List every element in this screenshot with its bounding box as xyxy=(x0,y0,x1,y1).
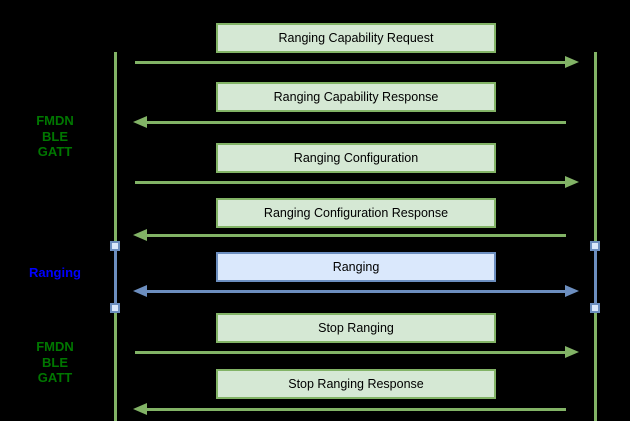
label-line: GATT xyxy=(37,370,73,385)
arrow-line xyxy=(145,408,566,411)
lifeline-left-ranging-segment xyxy=(114,246,117,308)
message-label: Ranging Configuration xyxy=(293,151,419,165)
arrow-line xyxy=(145,234,566,237)
ranging-endpoint-marker xyxy=(110,303,120,313)
message-box-ranging-configuration: Ranging Configuration xyxy=(216,143,496,173)
message-label: Stop Ranging xyxy=(318,321,394,335)
arrowhead-left-icon xyxy=(133,285,147,297)
lane-label-fmdn-ble-gatt-bottom: FMDN BLE GATT xyxy=(0,339,110,386)
arrow-line xyxy=(135,61,567,64)
label-line: Ranging xyxy=(29,265,81,280)
message-label: Ranging Configuration Response xyxy=(263,206,449,220)
arrow-line xyxy=(135,181,567,184)
message-label: Ranging xyxy=(332,260,380,274)
message-box-ranging: Ranging xyxy=(216,252,496,282)
arrowhead-right-icon xyxy=(565,285,579,297)
ranging-endpoint-marker xyxy=(590,241,600,251)
lane-label-ranging: Ranging xyxy=(0,265,110,281)
lifeline-right xyxy=(594,52,597,421)
label-line: BLE xyxy=(42,354,68,370)
message-box-ranging-capability-response: Ranging Capability Response xyxy=(216,82,496,112)
label-line: FMDN xyxy=(36,339,74,354)
arrow-left-stop-ranging-response xyxy=(133,403,579,415)
arrowhead-left-icon xyxy=(133,116,147,128)
label-line: BLE xyxy=(42,128,68,144)
arrow-left-ranging-configuration-response xyxy=(133,229,579,241)
message-label: Ranging Capability Response xyxy=(273,90,439,104)
message-label: Stop Ranging Response xyxy=(288,377,424,391)
label-line: GATT xyxy=(37,144,73,159)
lane-label-fmdn-ble-gatt-top: FMDN BLE GATT xyxy=(0,113,110,160)
arrow-line xyxy=(145,121,566,124)
arrowhead-right-icon xyxy=(565,56,579,68)
message-box-ranging-capability-request: Ranging Capability Request xyxy=(216,23,496,53)
arrow-right-ranging-capability-request xyxy=(133,56,579,68)
lifeline-left xyxy=(114,52,117,421)
message-box-stop-ranging-response: Stop Ranging Response xyxy=(216,369,496,399)
arrow-line xyxy=(135,351,567,354)
message-box-stop-ranging: Stop Ranging xyxy=(216,313,496,343)
arrowhead-right-icon xyxy=(565,176,579,188)
ranging-endpoint-marker xyxy=(590,303,600,313)
message-label: Ranging Capability Request xyxy=(278,31,434,45)
message-box-ranging-configuration-response: Ranging Configuration Response xyxy=(216,198,496,228)
arrow-left-ranging-capability-response xyxy=(133,116,579,128)
ranging-endpoint-marker xyxy=(110,241,120,251)
arrowhead-left-icon xyxy=(133,229,147,241)
lifeline-right-ranging-segment xyxy=(594,246,597,308)
arrow-right-stop-ranging xyxy=(133,346,579,358)
label-line: FMDN xyxy=(36,113,74,128)
arrowhead-left-icon xyxy=(133,403,147,415)
arrowhead-right-icon xyxy=(565,346,579,358)
arrow-right-ranging-configuration xyxy=(133,176,579,188)
arrow-line xyxy=(145,290,567,293)
arrow-bidirectional-ranging xyxy=(133,285,579,297)
